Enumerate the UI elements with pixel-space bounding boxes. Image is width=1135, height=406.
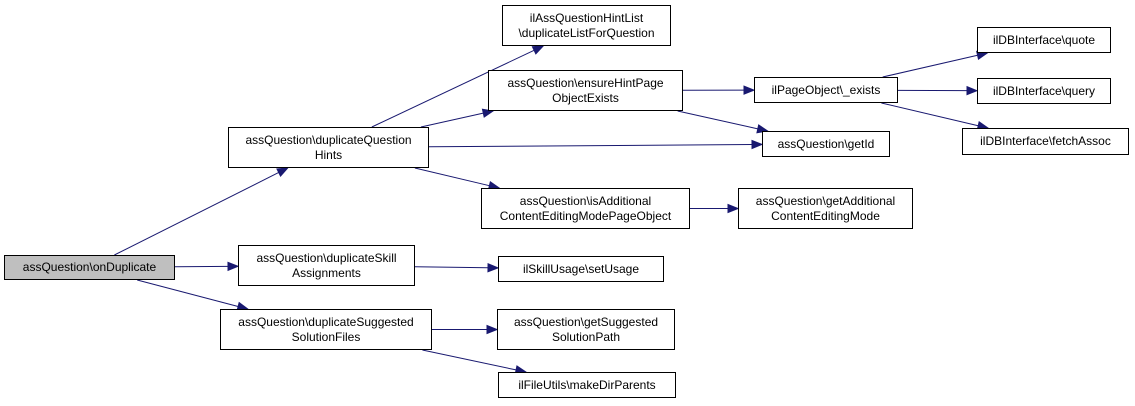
edge-ilpageobject-exists-to-ildbinterface-fetchassoc [881, 102, 979, 127]
edge-ilpageobject-exists-to-ildbinterface-quote [882, 54, 978, 78]
edge-assquestion-ensurehintpageobjectexists-to-assquestion-getid [677, 110, 758, 130]
edge-assquestion-duplicateskillassignments-to-ilskillusage-setusage [414, 266, 489, 269]
arrowhead-assquestion-duplicatequestionhints-to-assquestion-ensurehintpageobjectexists [481, 108, 495, 118]
arrowhead-assquestion-duplicatesuggestedsolutionfiles-to-assquestion-getsuggestedsolutionpath [486, 324, 499, 335]
node-ildbinterface-quote[interactable]: ilDBInterface\quote [977, 27, 1111, 53]
node-ildbinterface-query[interactable]: ilDBInterface\query [977, 78, 1111, 104]
node-ildbinterface-fetchassoc[interactable]: ilDBInterface\fetchAssoc [962, 128, 1129, 155]
arrowhead-ilpageobject-exists-to-ildbinterface-query [966, 85, 979, 96]
node-assquestion-getadditionalcontenteditingmode[interactable]: assQuestion\getAdditional ContentEditing… [738, 188, 913, 229]
edge-assquestion-onduplicate-to-assquestion-duplicatesuggestedsolutionfiles [137, 279, 239, 307]
node-assquestion-duplicatesuggestedsolutionfiles[interactable]: assQuestion\duplicateSuggested SolutionF… [220, 309, 432, 350]
node-assquestion-duplicateskillassignments[interactable]: assQuestion\duplicateSkill Assignments [238, 245, 415, 286]
arrowhead-assquestion-ensurehintpageobjectexists-to-ilpageobject-exists [743, 85, 756, 95]
edge-assquestion-duplicatequestionhints-to-ilassquestionhintlist-duplicatelistforquestion [371, 49, 535, 128]
node-assquestion-ensurehintpageobjectexists[interactable]: assQuestion\ensureHintPage ObjectExists [488, 70, 683, 111]
node-assquestion-isadditionalcontenteditingmodepageobject[interactable]: assQuestion\isAdditional ContentEditingM… [481, 188, 690, 229]
arrowhead-assquestion-onduplicate-to-assquestion-duplicatequestionhints [276, 167, 289, 177]
node-ilpageobject-exists[interactable]: ilPageObject\_exists [754, 77, 898, 103]
node-ilskillusage-setusage[interactable]: ilSkillUsage\setUsage [498, 256, 664, 282]
arrowhead-assquestion-isadditionalcontenteditingmodepageobject-to-assquestion-getadditionalcontenteditingmode [727, 203, 740, 214]
edge-assquestion-duplicatesuggestedsolutionfiles-to-ilfileutils-makedirparents [422, 349, 517, 371]
node-ilfileutils-makedirparents[interactable]: ilFileUtils\makeDirParents [498, 372, 676, 398]
edge-assquestion-duplicatequestionhints-to-assquestion-ensurehintpageobjectexists [420, 112, 484, 128]
node-assquestion-duplicatequestionhints[interactable]: assQuestion\duplicateQuestion Hints [228, 127, 429, 168]
node-assquestion-getid[interactable]: assQuestion\getId [762, 131, 890, 157]
arrowhead-assquestion-duplicateskillassignments-to-ilskillusage-setusage [487, 262, 500, 273]
arrowhead-assquestion-duplicatequestionhints-to-assquestion-getid [751, 139, 764, 150]
arrowhead-assquestion-duplicatequestionhints-to-ilassquestionhintlist-duplicatelistforquestion [531, 45, 545, 55]
node-assquestion-onduplicate: assQuestion\onDuplicate [4, 255, 175, 280]
arrowhead-assquestion-onduplicate-to-assquestion-duplicateskillassignments [227, 261, 240, 272]
edge-assquestion-duplicatequestionhints-to-assquestion-isadditionalcontenteditingmodepageobject [414, 167, 490, 187]
edge-assquestion-onduplicate-to-assquestion-duplicatequestionhints [114, 172, 279, 256]
node-assquestion-getsuggestedsolutionpath[interactable]: assQuestion\getSuggested SolutionPath [497, 309, 675, 350]
node-ilassquestionhintlist-duplicatelistforquestion[interactable]: ilAssQuestionHintList \duplicateListForQ… [502, 5, 671, 46]
edge-assquestion-duplicatequestionhints-to-assquestion-getid [428, 144, 753, 148]
